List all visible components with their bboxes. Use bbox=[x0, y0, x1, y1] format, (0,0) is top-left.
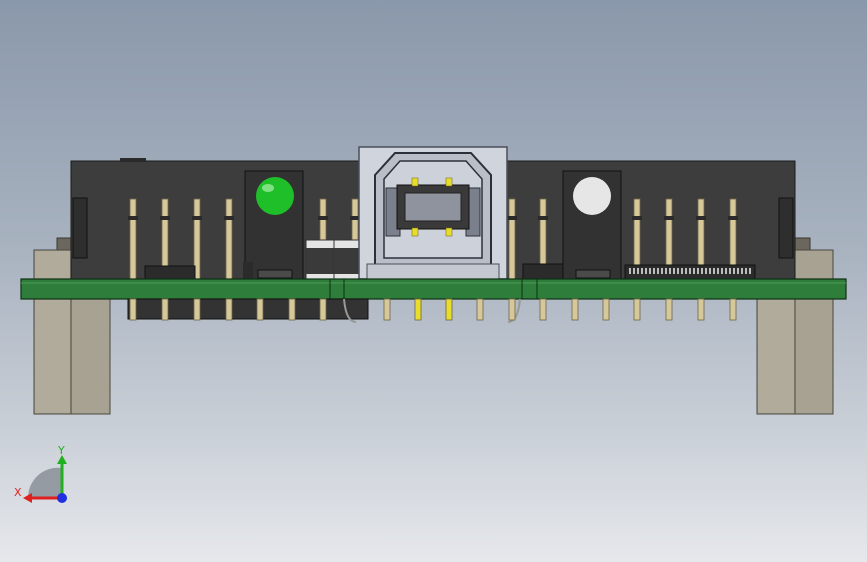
fpc-contact bbox=[689, 268, 691, 274]
fpc-contact bbox=[641, 268, 643, 274]
header-pin-lower bbox=[476, 298, 484, 321]
fpc-contact bbox=[713, 268, 715, 274]
fpc-contact bbox=[633, 268, 635, 274]
fpc-contact bbox=[657, 268, 659, 274]
fpc-contact bbox=[665, 268, 667, 274]
fpc-contact bbox=[721, 268, 723, 274]
x-axis-arrow-head bbox=[23, 493, 32, 503]
header-pin-collar bbox=[318, 216, 328, 220]
header-pin-lower bbox=[288, 298, 296, 321]
header-pin-upper bbox=[129, 198, 137, 280]
header-pin-lower bbox=[571, 298, 579, 321]
header-pin-lower bbox=[445, 298, 453, 321]
fpc-contact bbox=[745, 268, 747, 274]
fpc-contact bbox=[661, 268, 663, 274]
header-pin-lower bbox=[225, 298, 233, 321]
fpc-contact bbox=[697, 268, 699, 274]
bottom-header-housing bbox=[127, 298, 521, 323]
header-pin-collar bbox=[160, 216, 170, 220]
capacitor-1 bbox=[305, 239, 335, 280]
fpc-contact bbox=[677, 268, 679, 274]
fpc-contact bbox=[629, 268, 631, 274]
led-green-highlight bbox=[262, 184, 274, 192]
fpc-contact bbox=[733, 268, 735, 274]
fpc-contact bbox=[653, 268, 655, 274]
fpc-contact bbox=[673, 268, 675, 274]
header-pin-lower bbox=[633, 298, 641, 321]
fpc-contact bbox=[701, 268, 703, 274]
fpc-contact bbox=[717, 268, 719, 274]
fpc-connector bbox=[624, 264, 756, 280]
header-pin-lower bbox=[319, 298, 327, 321]
smd-chip-left bbox=[144, 265, 196, 280]
header-pin-collar bbox=[632, 216, 642, 220]
header-pin-lower bbox=[161, 298, 169, 321]
header-pin-lower bbox=[193, 298, 201, 321]
header-pin-collar bbox=[664, 216, 674, 220]
header-pin-lower bbox=[129, 298, 137, 321]
header-pin-lower bbox=[665, 298, 673, 321]
triad-plane-icon bbox=[27, 467, 62, 498]
header-pin-lower bbox=[508, 298, 516, 321]
header-pin-lower bbox=[697, 298, 705, 321]
header-pin-collar bbox=[128, 216, 138, 220]
led-green bbox=[256, 177, 294, 215]
header-pin-lower bbox=[729, 298, 737, 321]
header-pin-upper bbox=[225, 198, 233, 280]
header-pin-lower bbox=[383, 298, 391, 321]
header-pin-collar bbox=[696, 216, 706, 220]
y-axis-label: Y bbox=[57, 444, 65, 457]
fpc-contact bbox=[669, 268, 671, 274]
header-pin-lower bbox=[414, 298, 422, 321]
fpc-contact bbox=[741, 268, 743, 274]
z-axis-dot bbox=[57, 493, 67, 503]
y-axis-arrow-head bbox=[57, 455, 67, 464]
fpc-contact bbox=[681, 268, 683, 274]
led-white bbox=[573, 177, 611, 215]
fpc-contact bbox=[737, 268, 739, 274]
coordinate-triad: Y X bbox=[14, 444, 67, 503]
header-pin-collar bbox=[350, 216, 360, 220]
pcb-board bbox=[20, 278, 847, 300]
header-pin-collar bbox=[728, 216, 738, 220]
fpc-contact bbox=[649, 268, 651, 274]
header-pin-lower bbox=[539, 298, 547, 321]
fpc-contact bbox=[725, 268, 727, 274]
fpc-contact bbox=[729, 268, 731, 274]
header-pin-collar bbox=[224, 216, 234, 220]
smd-block-right bbox=[522, 263, 564, 280]
fpc-contact bbox=[637, 268, 639, 274]
fpc-contact bbox=[645, 268, 647, 274]
header-pin-lower bbox=[602, 298, 610, 321]
header-pins-lower bbox=[129, 298, 737, 321]
header-pin-lower bbox=[256, 298, 264, 321]
capacitor-2 bbox=[333, 239, 361, 280]
fpc-contact bbox=[749, 268, 751, 274]
header-pin-upper bbox=[508, 198, 516, 280]
header-pin-collar bbox=[507, 216, 517, 220]
fpc-contact bbox=[709, 268, 711, 274]
usb-b-connector bbox=[358, 146, 508, 280]
fpc-contact bbox=[705, 268, 707, 274]
header-pin-collar bbox=[192, 216, 202, 220]
fpc-contact bbox=[685, 268, 687, 274]
smd-block-left bbox=[243, 262, 253, 279]
x-axis-label: X bbox=[14, 486, 22, 499]
fpc-contact bbox=[693, 268, 695, 274]
header-pin-collar bbox=[538, 216, 548, 220]
